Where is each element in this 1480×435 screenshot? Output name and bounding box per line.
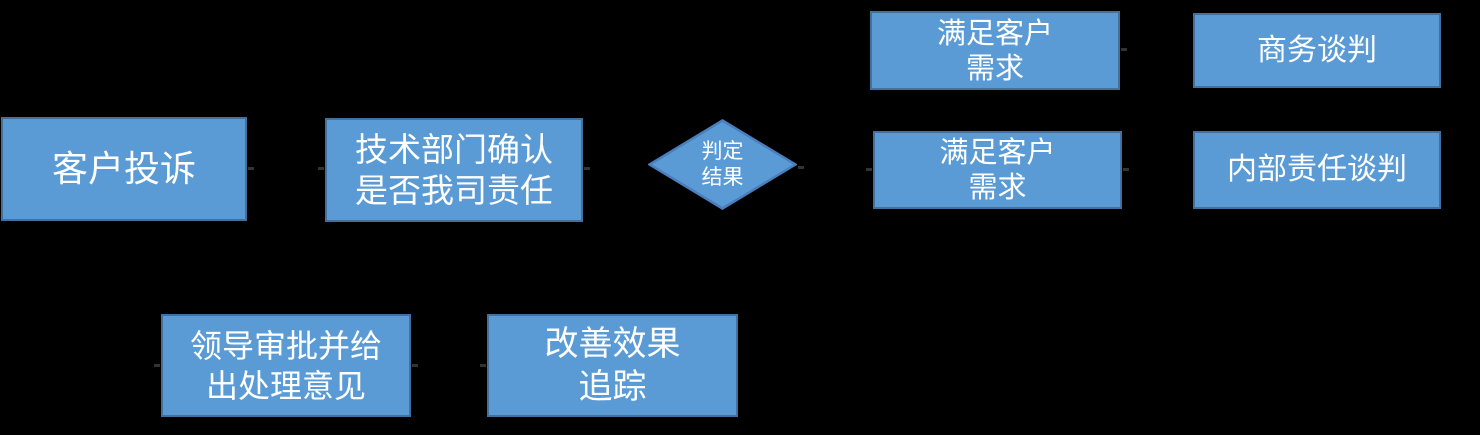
decision-diamond-shape (648, 119, 797, 210)
node-label: 结果 (701, 164, 744, 189)
node-label: 满足客户 (939, 135, 1056, 170)
node-label-group: 判定 结果 (702, 139, 744, 190)
connector-stub (248, 167, 254, 170)
connector-stub (1123, 168, 1129, 171)
connector-stub (480, 364, 486, 367)
node-judge-result: 判定 结果 (648, 119, 797, 210)
node-label: 技术部门确认 (355, 129, 553, 169)
connector-stub (866, 168, 872, 171)
node-label: 追踪 (578, 366, 647, 407)
connector-stub (154, 364, 160, 367)
node-leader-approval: 领导审批并给 出处理意见 (161, 314, 411, 417)
decision-diamond-polygon (648, 119, 797, 210)
connector-stub (584, 167, 590, 170)
node-label: 需求 (965, 50, 1024, 85)
node-label: 客户投诉 (51, 148, 196, 190)
node-label: 出处理意见 (205, 366, 366, 405)
node-label: 内部责任谈判 (1227, 152, 1407, 188)
node-label: 需求 (968, 170, 1027, 204)
connector-stub (1121, 48, 1127, 51)
node-label: 改善效果 (544, 324, 681, 364)
node-label: 满足客户 (936, 15, 1053, 50)
node-meet-customer-need-top: 满足客户 需求 (870, 11, 1120, 90)
connector-stub (412, 364, 418, 367)
node-tech-confirm: 技术部门确认 是否我司责任 (325, 118, 583, 222)
node-business-negotiation: 商务谈判 (1193, 13, 1441, 88)
node-label: 商务谈判 (1257, 32, 1377, 68)
connector-stub (318, 167, 324, 170)
node-customer-complaint: 客户投诉 (1, 117, 247, 221)
node-internal-negotiation: 内部责任谈判 (1193, 131, 1441, 209)
node-label: 是否我司责任 (355, 171, 553, 210)
connector-stub (798, 166, 804, 169)
node-meet-customer-need-mid: 满足客户 需求 (873, 131, 1122, 209)
node-label: 判定 (701, 138, 744, 163)
node-label: 领导审批并给 (189, 326, 382, 365)
node-improvement-tracking: 改善效果 追踪 (487, 314, 738, 417)
